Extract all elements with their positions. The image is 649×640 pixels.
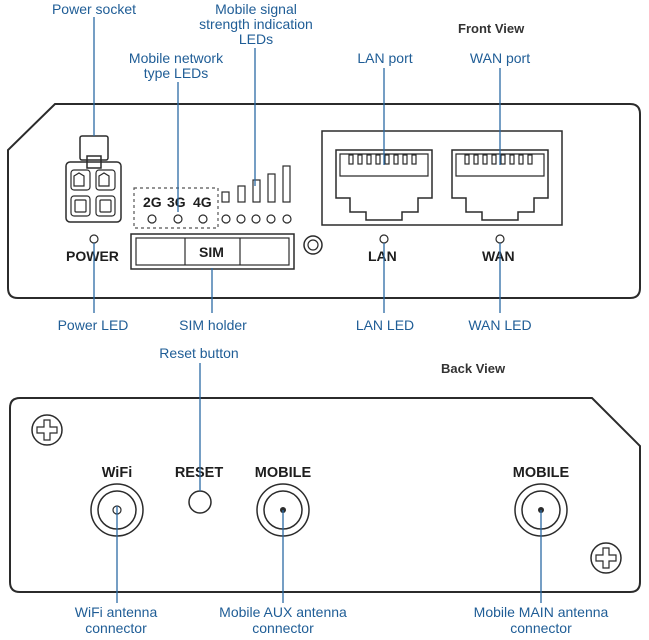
callout-mobile-main-2: connector bbox=[510, 620, 572, 636]
callout-mobile-network-2: type LEDs bbox=[144, 65, 209, 81]
back-view: Back View Reset button WiFi RESET MOBILE… bbox=[9, 345, 641, 636]
callout-wifi-antenna-2: connector bbox=[85, 620, 147, 636]
ethernet-block bbox=[321, 130, 563, 226]
power-label: POWER bbox=[66, 248, 119, 264]
sim-eject-inner bbox=[307, 239, 319, 251]
callout-mobile-network-1: Mobile network bbox=[129, 50, 224, 66]
reset-label: RESET bbox=[175, 465, 223, 481]
net-2g-label: 2G bbox=[143, 194, 162, 210]
callout-mobile-main-1: Mobile MAIN antenna bbox=[474, 604, 609, 620]
callout-mobile-signal-1: Mobile signal bbox=[215, 1, 297, 17]
callout-mobile-signal-2: strength indication bbox=[199, 16, 313, 32]
callout-reset-button: Reset button bbox=[159, 345, 238, 361]
mobile-aux-label: MOBILE bbox=[255, 465, 312, 481]
led-2g bbox=[147, 214, 157, 224]
wan-label: WAN bbox=[482, 248, 515, 264]
sim-holder[interactable]: SIM bbox=[130, 233, 295, 270]
wan-port[interactable] bbox=[451, 149, 549, 221]
sim-label: SIM bbox=[199, 244, 224, 260]
back-leaders bbox=[116, 363, 542, 603]
power-socket bbox=[65, 135, 122, 223]
front-leaders bbox=[93, 17, 501, 313]
sim-eject-outer bbox=[303, 235, 323, 255]
front-view: Front View 2G 3G 4G bbox=[7, 1, 641, 333]
callout-wifi-antenna-1: WiFi antenna bbox=[75, 604, 158, 620]
callout-mobile-aux-2: connector bbox=[252, 620, 314, 636]
screw-top-left bbox=[31, 414, 63, 446]
front-view-title: Front View bbox=[458, 21, 525, 36]
network-type-leds: 2G 3G 4G bbox=[133, 187, 219, 229]
wifi-label: WiFi bbox=[102, 465, 132, 481]
callout-power-led: Power LED bbox=[58, 317, 129, 333]
back-panel-body bbox=[9, 397, 641, 593]
signal-strength-leds bbox=[221, 165, 292, 224]
network-led-frame bbox=[133, 187, 219, 229]
callout-lan-led: LAN LED bbox=[356, 317, 414, 333]
lan-port[interactable] bbox=[335, 149, 433, 221]
callout-mobile-aux-1: Mobile AUX antenna bbox=[219, 604, 347, 620]
front-panel-body bbox=[7, 103, 641, 299]
screw-bottom-right bbox=[590, 542, 622, 574]
net-3g-label: 3G bbox=[167, 194, 186, 210]
callout-sim-holder: SIM holder bbox=[179, 317, 247, 333]
callout-wan-port: WAN port bbox=[470, 50, 530, 66]
lan-label: LAN bbox=[368, 248, 397, 264]
callout-wan-led: WAN LED bbox=[468, 317, 531, 333]
net-4g-label: 4G bbox=[193, 194, 212, 210]
callout-lan-port: LAN port bbox=[357, 50, 412, 66]
callout-power-socket: Power socket bbox=[52, 1, 136, 17]
led-3g bbox=[173, 214, 183, 224]
mobile-main-label: MOBILE bbox=[513, 465, 570, 481]
callout-mobile-signal-3: LEDs bbox=[239, 31, 273, 47]
led-4g bbox=[198, 214, 208, 224]
back-view-title: Back View bbox=[441, 361, 506, 376]
